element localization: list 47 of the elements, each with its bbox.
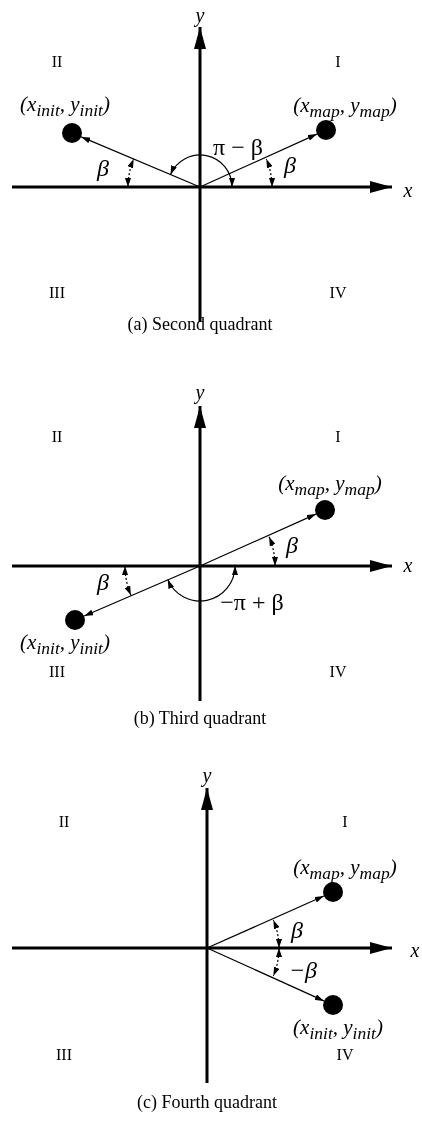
quadrant-label: II [51,54,63,70]
angle-label: β [97,570,109,594]
quadrant-label: I [335,429,341,445]
axis-label: y [195,5,205,25]
quadrant-label: IV [336,1047,354,1063]
coordinate-label: (x$_{map}$, y$_{map}$) [293,95,397,121]
angle-label: β [284,153,296,177]
quadrant-label: IV [329,285,347,301]
coordinate-label: (x$_{init}$, y$_{init}$) [293,1017,383,1043]
point-dot [323,882,343,902]
figure-caption: (b) Third quadrant [133,709,267,727]
quadrant-label: I [335,54,341,70]
coordinate-label: (x$_{map}$, y$_{map}$) [293,857,397,883]
figure-caption: (c) Fourth quadrant [137,1093,277,1111]
quadrant-label: II [51,429,63,445]
arrow [199,513,317,567]
axis-label: y [195,382,205,402]
axis-label: x [410,940,420,960]
axis-label: x [403,555,413,575]
angle-label: β [291,918,303,942]
angle-label: −π + β [220,590,284,614]
coordinate-label: (x$_{init}$, y$_{init}$) [20,632,110,658]
axis-label: y [202,765,212,785]
point-dot [323,995,343,1015]
quadrant-label: III [49,285,65,301]
angle-label: β [286,533,298,557]
coordinate-label: (x$_{init}$, y$_{init}$) [20,94,110,120]
point-dot [62,123,82,143]
point-dot [315,500,335,520]
coordinate-label: (x$_{map}$, y$_{map}$) [278,473,382,499]
angle-label: π − β [213,135,263,159]
point-dot [316,120,336,140]
quadrant-label: II [58,814,70,830]
axis-label: x [403,180,413,200]
quadrant-label: III [49,664,65,680]
point-dot [65,610,85,630]
quadrant-label: IV [329,664,347,680]
arrow [80,136,201,188]
arrow [83,565,201,617]
quadrant-label: I [342,814,348,830]
figure-caption: (a) Second quadrant [127,315,273,333]
angle-label: β [97,156,109,180]
angle-label: −β [288,958,318,982]
arrow [199,133,318,188]
arrow [206,947,325,1002]
quadrant-label: III [56,1047,72,1063]
arrow [206,895,325,949]
